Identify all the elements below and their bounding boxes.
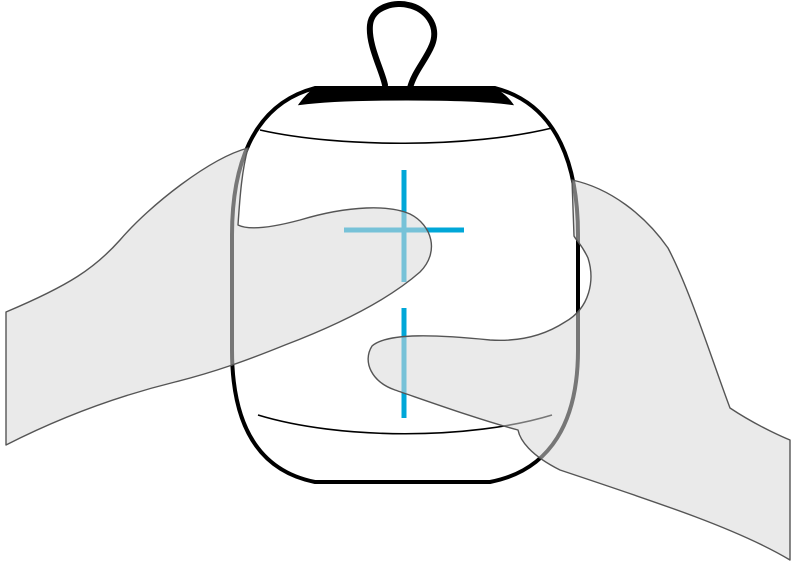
speaker-loop-strap (370, 4, 434, 88)
